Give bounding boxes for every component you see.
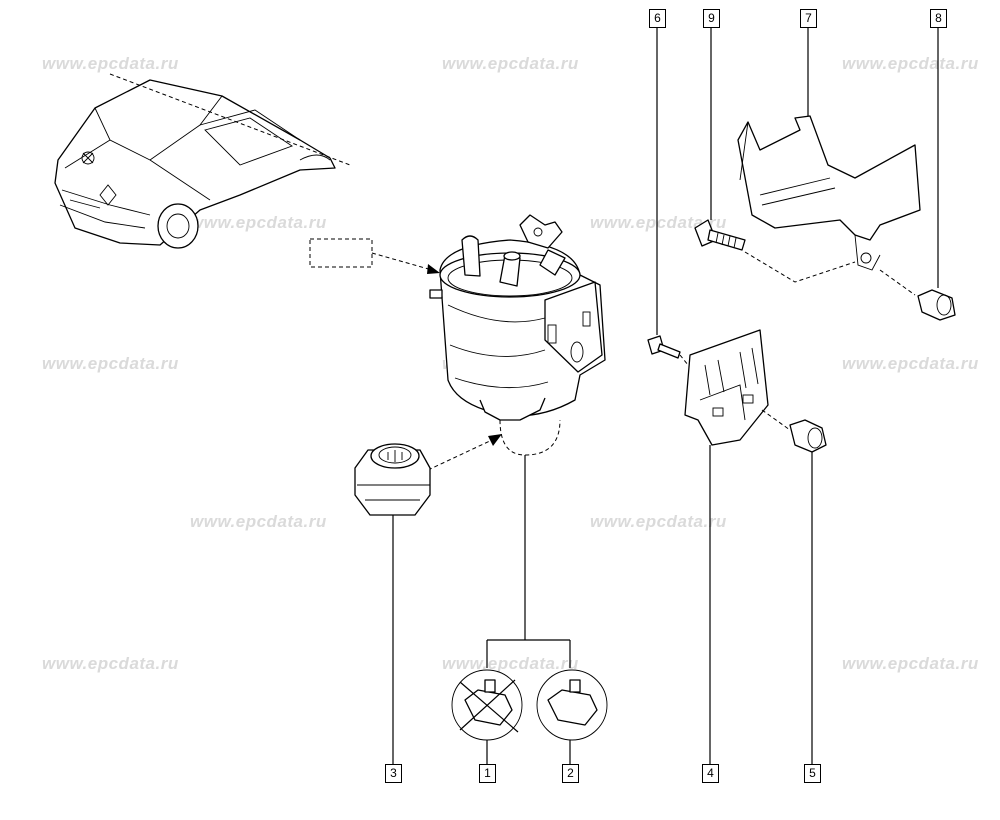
part-4-bracket (684, 329, 791, 765)
fuel-filter-assembly (429, 214, 606, 456)
part-7-support (737, 28, 921, 271)
connector-arrow (427, 434, 502, 471)
callout-5[interactable]: 5 (804, 764, 821, 783)
car-illustration (54, 73, 351, 249)
callout-3[interactable]: 3 (385, 764, 402, 783)
logo-mark (81, 151, 95, 165)
callout-1[interactable]: 1 (479, 764, 496, 783)
part-6-screw (647, 28, 701, 381)
reference-box (309, 238, 440, 274)
callout-7[interactable]: 7 (800, 9, 817, 28)
callout-6[interactable]: 6 (649, 9, 666, 28)
callout-9[interactable]: 9 (703, 9, 720, 28)
callout-8[interactable]: 8 (930, 9, 947, 28)
leader-lines-1-2 (486, 455, 571, 668)
part-9-bolt (694, 28, 856, 283)
part-1-sensor-obsolete (451, 669, 523, 765)
callout-2[interactable]: 2 (562, 764, 579, 783)
part-5-clip (789, 419, 827, 765)
part-8-clip (879, 28, 956, 321)
callout-4[interactable]: 4 (702, 764, 719, 783)
part-3-sensor (354, 443, 431, 765)
part-2-sensor (536, 669, 608, 765)
